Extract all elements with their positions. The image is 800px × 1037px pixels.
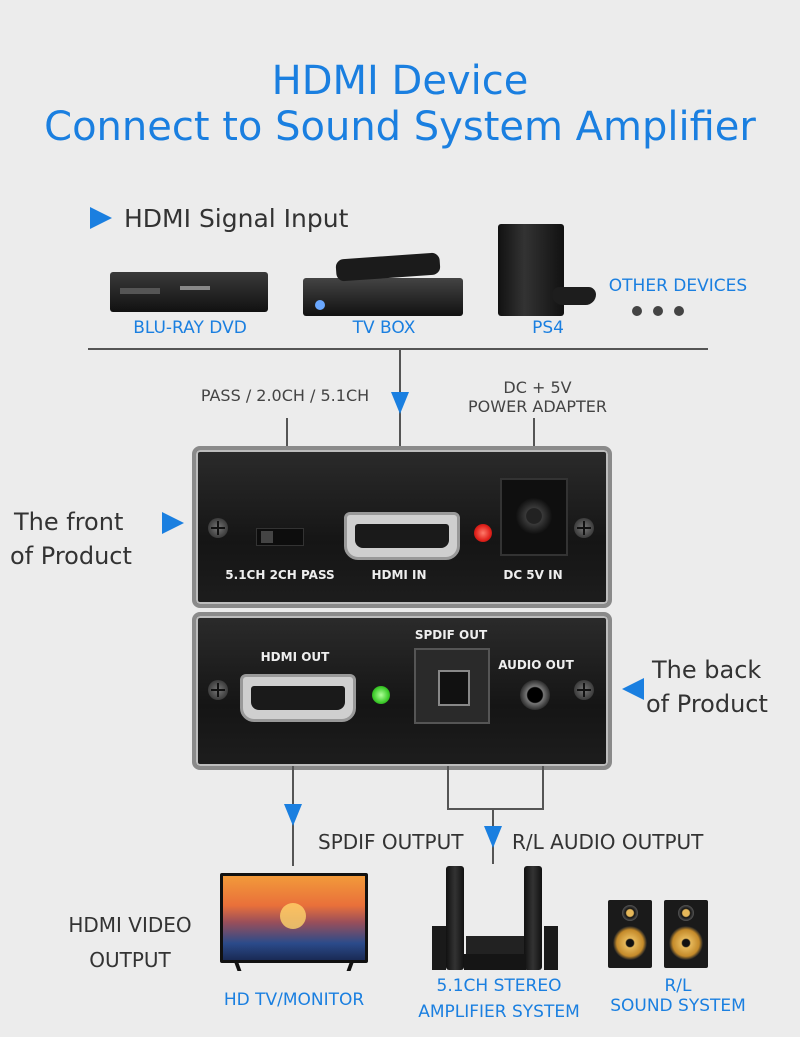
title-line-1: HDMI Device — [271, 58, 529, 104]
input-arrow-icon — [90, 207, 112, 229]
blu-ray-player-icon — [110, 272, 268, 312]
spdif-output-label: SPDIF OUTPUT — [318, 830, 464, 854]
back-panel: HDMI OUT SPDIF OUT AUDIO OUT — [192, 612, 612, 770]
green-led-icon — [372, 686, 390, 704]
hdmi-signal-input-label: HDMI Signal Input — [124, 204, 349, 233]
tv-monitor-icon — [220, 873, 368, 963]
tv-stand-right — [346, 963, 354, 971]
mode-switch[interactable] — [256, 528, 304, 546]
speaker-right-icon — [664, 900, 708, 968]
front-label-line-1: The front — [14, 508, 124, 536]
device-label-bluray: BLU-RAY DVD — [133, 318, 247, 338]
front-arrow-icon — [162, 512, 184, 534]
back-label-line-1: The back — [652, 656, 762, 684]
tv-box-icon — [303, 278, 463, 316]
hdmi-out-arrow-icon — [284, 804, 302, 826]
spdif-line — [447, 766, 449, 810]
device-label-other: OTHER DEVICES — [608, 276, 748, 296]
dc-jack — [500, 478, 568, 556]
title-line-2: Connect to Sound System Amplifier — [44, 104, 756, 150]
power-label-line-1: DC + 5V — [503, 378, 572, 397]
power-label-line-2: POWER ADAPTER — [468, 397, 607, 416]
amp-arrow-icon — [484, 826, 502, 848]
pass-mode-label: PASS / 2.0CH / 5.1CH — [200, 386, 370, 405]
hdmi-in-connector-line — [399, 418, 401, 448]
input-bus-line — [88, 348, 708, 350]
switch-connector-line — [286, 418, 288, 448]
audio-merge-line — [447, 808, 544, 810]
speaker-left-icon — [608, 900, 652, 968]
back-label-line-2: of Product — [646, 690, 768, 718]
screw-icon — [574, 518, 594, 538]
rl-audio-output-label: R/L AUDIO OUTPUT — [512, 830, 704, 854]
amplifier-system-icon — [428, 866, 568, 970]
dc-in-label: DC 5V IN — [503, 568, 563, 582]
input-connector-line — [399, 348, 401, 418]
front-panel: 5.1CH 2CH PASS HDMI IN DC 5V IN — [192, 446, 612, 608]
output-label-amp-line-2: AMPLIFIER SYSTEM — [418, 1002, 580, 1022]
spdif-out-label: SPDIF OUT — [414, 628, 488, 642]
hdmi-in-label: HDMI IN — [371, 568, 427, 582]
front-label-line-2: of Product — [10, 542, 132, 570]
screw-icon — [208, 518, 228, 538]
hdmi-video-label-line-1: HDMI VIDEO — [68, 913, 192, 937]
audio-out-label: AUDIO OUT — [498, 658, 574, 672]
output-label-rl-line-1: R/L — [664, 976, 692, 996]
ellipsis-icon — [632, 306, 684, 316]
hdmi-in-port — [344, 512, 460, 560]
tv-stand-left — [234, 963, 242, 971]
screw-icon — [208, 680, 228, 700]
power-connector-line — [533, 418, 535, 448]
back-arrow-icon — [622, 678, 644, 700]
output-label-amp-line-1: 5.1CH STEREO — [436, 976, 562, 996]
spdif-port — [414, 648, 490, 724]
hdmi-out-port — [240, 674, 356, 722]
screw-icon — [574, 680, 594, 700]
ps4-console-icon — [498, 224, 564, 316]
audio-jack — [520, 680, 550, 710]
gamepad-icon — [552, 287, 596, 305]
audio-line — [542, 766, 544, 810]
red-led-icon — [474, 524, 492, 542]
switch-label: 5.1CH 2CH PASS — [225, 568, 335, 582]
output-label-rl-line-2: SOUND SYSTEM — [610, 996, 746, 1016]
input-down-arrow-icon — [391, 392, 409, 414]
output-label-tv: HD TV/MONITOR — [223, 990, 365, 1010]
device-label-ps4: PS4 — [532, 318, 564, 338]
hdmi-out-label: HDMI OUT — [260, 650, 330, 664]
device-label-tvbox: TV BOX — [352, 318, 416, 338]
hdmi-video-label-line-2: OUTPUT — [89, 948, 171, 972]
